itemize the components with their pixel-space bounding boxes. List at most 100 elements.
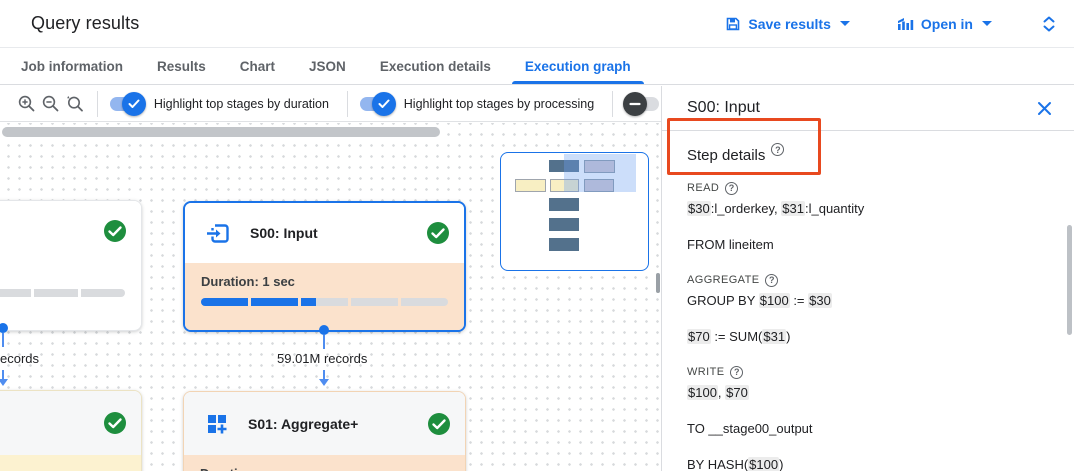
step-group: BY HASH($100): [687, 454, 1054, 471]
stage-progress-bar: [201, 298, 448, 306]
minimap-stage-rect: [549, 218, 579, 231]
expand-collapse-panel-icon[interactable]: [1042, 15, 1056, 33]
zoom-in-icon[interactable]: [14, 91, 38, 117]
code-text: :l_quantity: [804, 200, 865, 216]
minimap-stage-rect: [550, 179, 579, 192]
stage-duration-label: Duration:: [200, 466, 449, 471]
open-in-dropdown-caret: [982, 21, 992, 26]
stage-title: S00: Input: [250, 225, 318, 241]
variable-token: $31: [781, 200, 805, 216]
code-text: :l_orderkey,: [710, 200, 782, 216]
edge-line: [323, 370, 325, 379]
edge-arrowhead-icon: [0, 379, 8, 386]
graph-canvas[interactable]: S00: Input Duration: 1 sec 59.01M record…: [0, 123, 661, 471]
minimap-stage-rect: [584, 160, 615, 173]
variable-token: $30: [687, 200, 711, 216]
stage-title: S01: Aggregate+: [248, 415, 359, 432]
help-icon[interactable]: ?: [771, 143, 785, 156]
step-code-line: $100, $70: [687, 382, 1054, 402]
execution-graph-area: Highlight top stages by duration Highlig…: [0, 86, 661, 471]
close-icon[interactable]: [1037, 101, 1052, 116]
code-text: TO __stage00_output: [687, 420, 813, 436]
chart-icon: [896, 16, 914, 32]
check-icon: [121, 91, 146, 116]
help-icon[interactable]: ?: [765, 273, 779, 287]
stage-duration-label: Duration: 1 sec: [201, 274, 295, 289]
edge-connector-dot: [0, 323, 8, 333]
minimap-stage-rect: [515, 179, 546, 192]
minus-icon: [622, 91, 647, 116]
zoom-reset-icon[interactable]: [63, 91, 87, 117]
step-group: READ?$30:l_orderkey, $31:l_quantity: [687, 178, 1054, 218]
code-text: ,: [717, 384, 726, 400]
edge-line: [323, 335, 325, 349]
code-text: ): [779, 456, 784, 471]
stage-complete-icon: [103, 219, 127, 243]
graph-toolbar: Highlight top stages by duration Highlig…: [0, 86, 661, 122]
save-icon: [725, 16, 741, 32]
save-results-button[interactable]: Save results: [725, 16, 850, 32]
toggle-extra[interactable]: [622, 91, 661, 117]
step-code-line: FROM lineitem: [687, 234, 1054, 254]
tab-execution-details[interactable]: Execution details: [379, 58, 491, 74]
code-text: ): [786, 328, 791, 344]
edge-connector-dot: [319, 325, 329, 335]
edge-line: [2, 333, 4, 347]
variable-token: $100: [687, 384, 718, 400]
variable-token: $100: [748, 456, 780, 471]
step-code-line: $70 := SUM($31): [687, 326, 1054, 346]
help-icon[interactable]: ?: [725, 181, 739, 195]
panel-header: S00: Input: [662, 86, 1074, 131]
stage-details-panel: S00: Input Step details ? READ?$30:l_ord…: [661, 86, 1074, 471]
save-dropdown-caret: [839, 21, 850, 26]
input-stage-icon: [205, 220, 232, 247]
variable-token: $70: [725, 384, 749, 400]
zoom-out-icon[interactable]: [38, 91, 62, 117]
stage-complete-icon: [426, 221, 450, 245]
code-text: :=: [789, 292, 809, 308]
step-code-line: TO __stage00_output: [687, 418, 1054, 438]
toolbar-divider: [346, 90, 348, 117]
step-group: WRITE?$100, $70: [687, 362, 1054, 402]
step-group-label: AGGREGATE?: [687, 270, 1054, 290]
toolbar-divider: [97, 90, 98, 117]
step-group: TO __stage00_output: [687, 418, 1054, 438]
edge-records-label-partial: ecords: [0, 351, 40, 366]
stage-node-s01[interactable]: S01: Aggregate+ Duration:: [183, 391, 466, 471]
tab-json[interactable]: JSON: [309, 58, 346, 74]
code-text: BY HASH(: [687, 456, 749, 471]
toggle-highlight-duration[interactable]: [108, 91, 146, 117]
panel-scrollbar[interactable]: [1067, 225, 1072, 335]
step-details-title: Step details: [687, 147, 766, 164]
step-group: FROM lineitem: [687, 234, 1054, 254]
step-group-label: WRITE?: [687, 362, 1054, 382]
help-icon[interactable]: ?: [730, 365, 744, 379]
tab-results[interactable]: Results: [157, 58, 206, 74]
stage-node-partial-bottom[interactable]: [0, 390, 142, 471]
step-group: $70 := SUM($31): [687, 326, 1054, 346]
tab-job-information[interactable]: Job information: [21, 58, 123, 74]
graph-vertical-scrollbar[interactable]: [656, 273, 660, 293]
variable-token: $100: [758, 292, 790, 308]
minimap-stage-rect: [549, 198, 579, 211]
toggle-highlight-processing[interactable]: [358, 91, 396, 117]
stage-progress-bar: [0, 289, 125, 297]
step-group: AGGREGATE?GROUP BY $100 := $30: [687, 270, 1054, 310]
stage-node-partial-top[interactable]: [0, 200, 142, 331]
tab-chart[interactable]: Chart: [239, 58, 276, 74]
tab-execution-graph[interactable]: Execution graph: [508, 48, 648, 84]
minimap-viewport[interactable]: [564, 154, 636, 192]
variable-token: $31: [762, 328, 787, 344]
code-text: FROM lineitem: [687, 236, 774, 252]
stage-complete-icon: [427, 412, 451, 436]
open-in-label: Open in: [920, 15, 973, 32]
code-text: := SUM(: [710, 328, 763, 344]
graph-horizontal-scrollbar[interactable]: [2, 127, 440, 137]
edge-line: [2, 370, 4, 379]
open-in-button[interactable]: Open in: [896, 16, 992, 32]
panel-title: S00: Input: [687, 99, 760, 116]
toggle-duration-label: Highlight top stages by duration: [153, 96, 329, 111]
stage-node-s00[interactable]: S00: Input Duration: 1 sec: [183, 201, 466, 332]
graph-minimap[interactable]: [500, 152, 649, 271]
